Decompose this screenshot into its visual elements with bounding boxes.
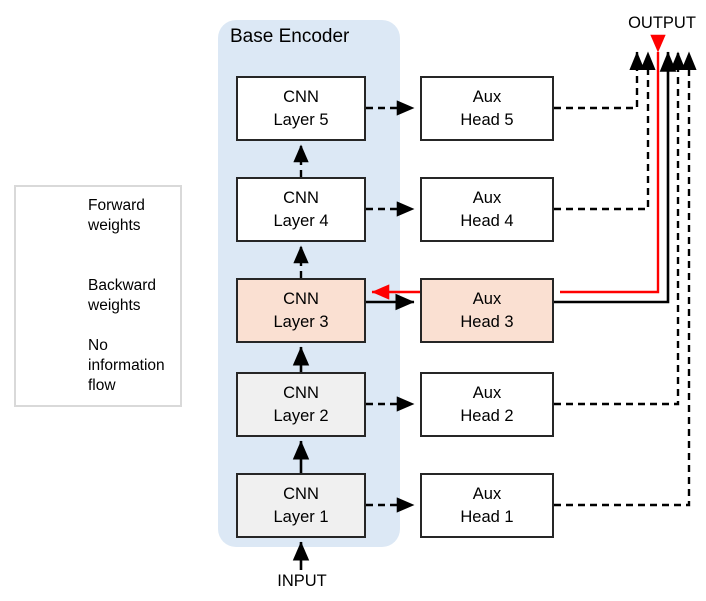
input-label: INPUT — [277, 572, 327, 590]
cnn-layer-3-line2: Layer 3 — [273, 312, 329, 331]
path-aux2-to-output — [554, 51, 686, 406]
cnn-layer-1-line2: Layer 1 — [273, 507, 329, 526]
legend-backward-line2: weights — [88, 296, 141, 314]
aux-head-1-line2: Head 1 — [460, 507, 514, 526]
aux-head-5-line2: Head 5 — [460, 110, 514, 129]
path-aux4-to-output — [554, 51, 656, 211]
legend-backward-line1: Backward — [88, 277, 157, 294]
cnn-layer-4-line1: CNN — [283, 188, 319, 207]
aux-head-4-line1: Aux — [472, 188, 502, 207]
legend-item-forward: Forward weights — [88, 196, 145, 236]
aux-head-4-box[interactable]: Aux Head 4 — [420, 177, 554, 242]
aux-head-2-line2: Head 2 — [460, 406, 514, 425]
cnn-layer-4-line2: Layer 4 — [273, 211, 329, 230]
legend-item-no-flow: No information flow — [88, 336, 165, 395]
cnn-layer-5-box[interactable]: CNN Layer 5 — [236, 76, 366, 141]
cnn-layer-3-line1: CNN — [283, 289, 319, 308]
aux-head-5-box[interactable]: Aux Head 5 — [420, 76, 554, 141]
base-encoder-title: Base Encoder — [230, 26, 350, 47]
cnn-layer-5-line2: Layer 5 — [273, 110, 329, 129]
legend-box — [14, 185, 182, 407]
cnn-layer-2-line2: Layer 2 — [273, 406, 329, 425]
cnn-layer-3-box[interactable]: CNN Layer 3 — [236, 278, 366, 343]
cnn-layer-1-box[interactable]: CNN Layer 1 — [236, 473, 366, 538]
legend-forward-line2: weights — [88, 216, 141, 234]
aux-head-5-line1: Aux — [472, 87, 502, 106]
path-output-backward-red — [560, 34, 666, 294]
legend-noflow-line2: information — [88, 356, 165, 374]
cnn-layer-4-box[interactable]: CNN Layer 4 — [236, 177, 366, 242]
cnn-layer-2-box[interactable]: CNN Layer 2 — [236, 372, 366, 437]
path-aux1-to-output — [554, 51, 697, 507]
legend-noflow-line1: No — [88, 337, 108, 354]
aux-head-3-line2: Head 3 — [460, 312, 514, 331]
output-label: OUTPUT — [628, 14, 696, 32]
aux-head-1-line1: Aux — [472, 484, 502, 503]
cnn-layer-5-line1: CNN — [283, 87, 319, 106]
legend-forward-line1: Forward — [88, 197, 145, 214]
aux-head-1-box[interactable]: Aux Head 1 — [420, 473, 554, 538]
path-aux3-to-output-forward — [554, 51, 677, 304]
aux-head-3-line1: Aux — [472, 289, 502, 308]
aux-head-3-box[interactable]: Aux Head 3 — [420, 278, 554, 343]
aux-head-4-line2: Head 4 — [460, 211, 514, 230]
cnn-layer-2-line1: CNN — [283, 383, 319, 402]
legend-noflow-line3: flow — [88, 376, 116, 394]
path-aux5-to-output — [554, 51, 645, 110]
aux-head-2-box[interactable]: Aux Head 2 — [420, 372, 554, 437]
aux-head-2-line1: Aux — [472, 383, 502, 402]
cnn-layer-1-line1: CNN — [283, 484, 319, 503]
legend-item-backward: Backward weights — [88, 276, 156, 316]
